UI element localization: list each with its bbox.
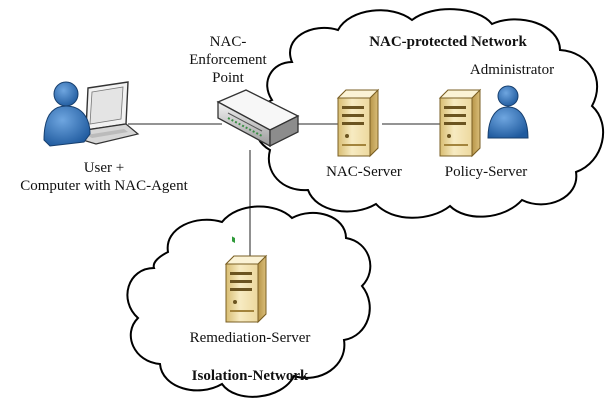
isolation-network-title: Isolation-Network [192, 368, 309, 384]
network-switch-icon [216, 89, 300, 243]
administrator-icon [487, 85, 529, 139]
enforcement-label-line1: NAC- [210, 34, 247, 50]
protected-network-title: NAC-protected Network [369, 34, 527, 50]
isolation-network-cloud [126, 205, 372, 398]
remediation-server-icon [225, 255, 267, 323]
enforcement-label-line2: Enforcement [189, 52, 267, 68]
user-computer-icon [43, 81, 140, 147]
person-icon [43, 81, 91, 147]
user-label-line1: User + [84, 160, 125, 176]
remediation-server-label: Remediation-Server [190, 330, 311, 346]
nac-server-label: NAC-Server [326, 164, 402, 180]
protected-network-cloud [254, 8, 605, 219]
policy-server-icon [439, 89, 481, 157]
nac-server-icon [337, 89, 379, 157]
user-label-line2: Computer with NAC-Agent [20, 178, 188, 194]
enforcement-label-line3: Point [212, 70, 245, 86]
administrator-label: Administrator [470, 62, 554, 78]
policy-server-label: Policy-Server [445, 164, 527, 180]
